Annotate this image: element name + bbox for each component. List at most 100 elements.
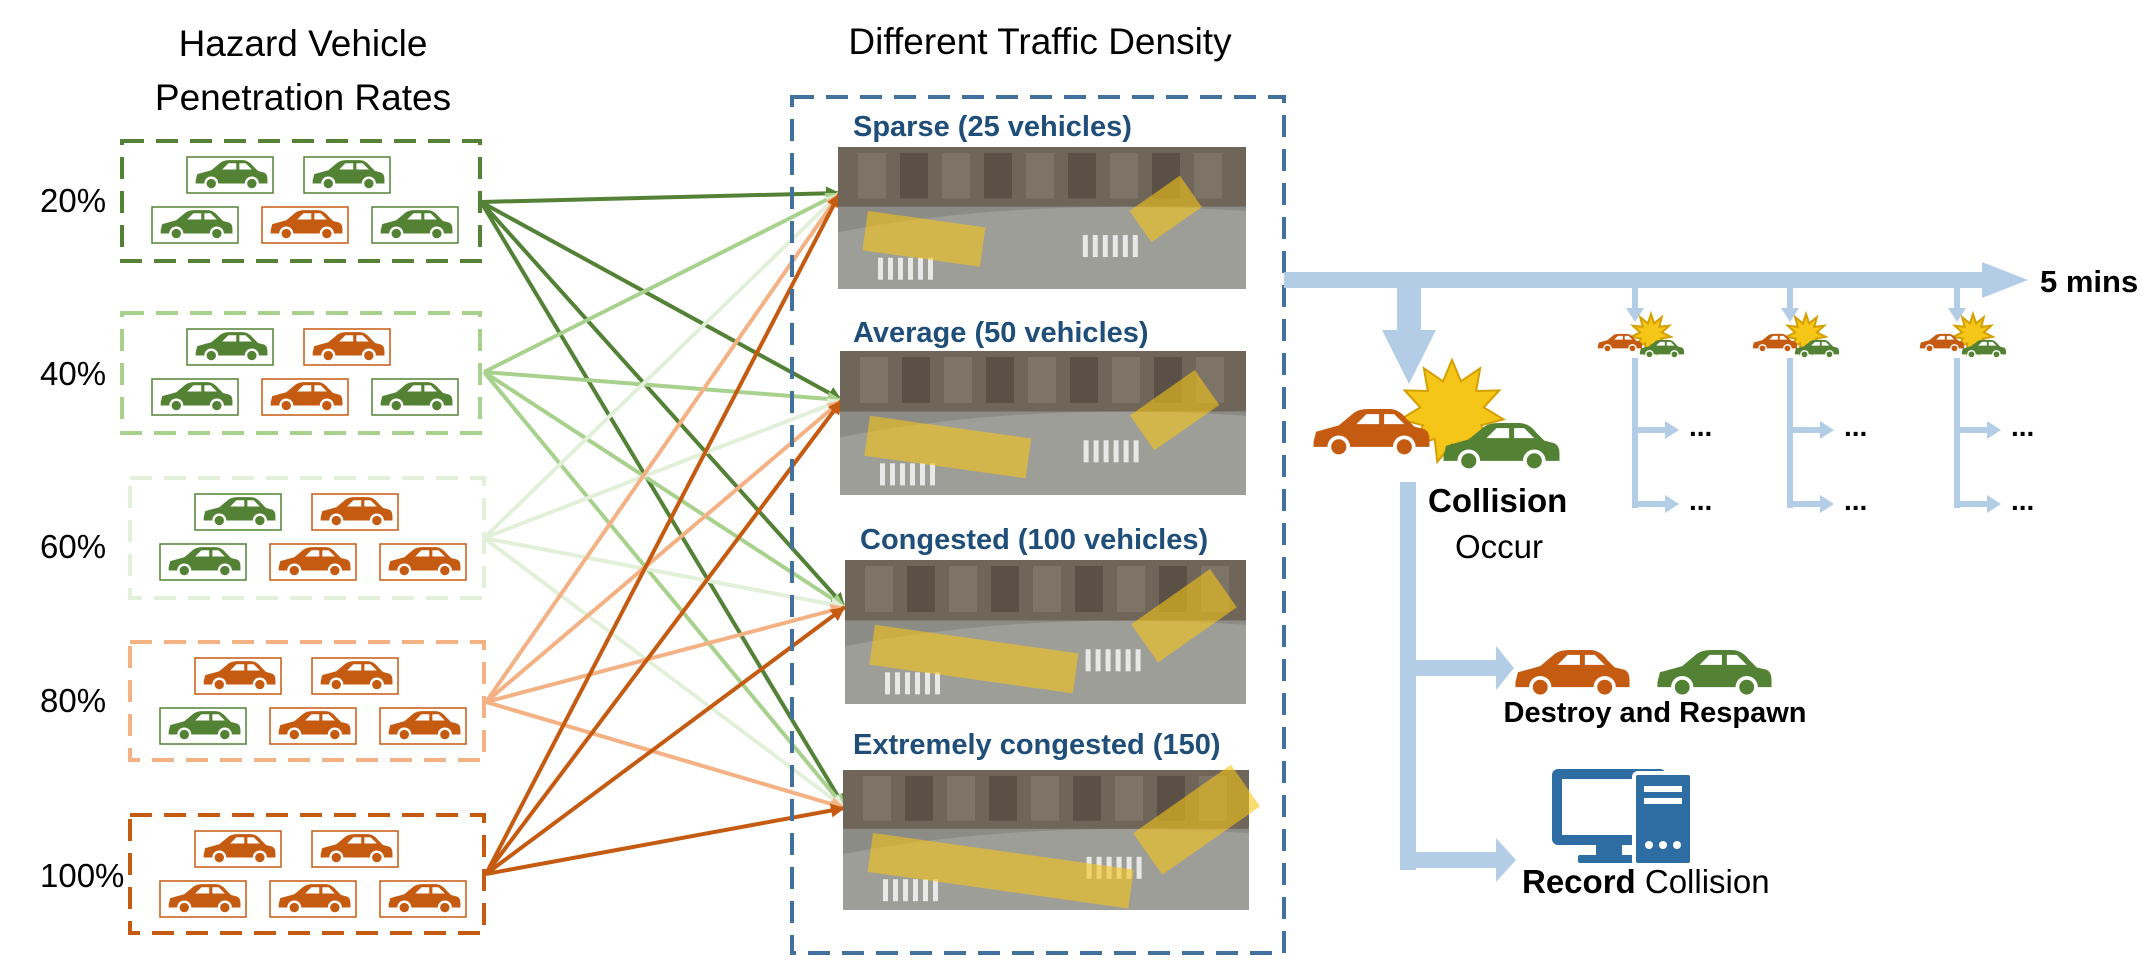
penetration-rate-groups: 20%40%60%80%100% [40,139,486,935]
car-frame [311,493,399,531]
ellipsis-text: ... [1689,411,1712,442]
destroy-respawn-label: Destroy and Respawn [1504,697,1807,729]
density-panel-1: Sparse (25 vehicles) [838,111,1246,289]
connection-line [484,192,842,875]
green-car-icon [1443,423,1560,473]
connection-arrowhead [827,193,840,209]
time-step-branch-3: ...... [1919,288,2034,516]
timeline-arrowhead [1982,262,2028,298]
connection-line [483,370,843,402]
step-sub-arrow [1787,427,1821,433]
middle-title: Different Traffic Density [848,21,1232,62]
traffic-scene-image [845,560,1246,704]
connection-line [483,191,841,374]
rate-label: 40% [40,355,106,392]
car-frame [159,543,247,581]
car-icon [203,497,276,528]
car-icon [320,661,393,692]
time-step-branches: .................. [1597,288,2034,516]
connection-line [484,398,844,704]
respawn-orange-car-icon [1515,649,1630,699]
step-arrow-shaft [1954,288,1960,310]
branch-record-shaft [1400,852,1500,868]
connection-line [479,200,847,810]
mini-orange-car-icon [1919,333,1965,353]
highlight-region [862,210,986,267]
car-frame [186,156,274,194]
car-icon [168,884,241,915]
connection-arrowhead [829,607,845,621]
step-sub-arrowhead [1820,421,1834,439]
mini-green-car-icon [1961,339,2007,359]
mini-green-car-icon [1794,339,1840,359]
connection-line [484,191,842,704]
step-arrow-shaft [1787,288,1793,310]
car-frame [269,543,357,581]
step-sub-arrow [1954,501,1988,507]
step-sub-arrow [1632,427,1666,433]
car-frame [269,880,357,918]
car-icon [160,382,233,413]
step-sub-arrowhead [1820,495,1834,513]
car-frame [311,830,399,868]
connection-line [482,370,847,810]
car-icon [312,332,385,363]
rate-label: 60% [40,528,106,565]
car-frame [194,657,282,695]
occur-label: Occur [1455,528,1543,565]
highlight-region [867,833,1134,909]
rate-dashed-box [128,813,486,935]
traffic-scene-image [840,351,1246,495]
rate-label: 100% [40,857,124,894]
highlight-region [1129,175,1202,243]
density-label: Average (50 vehicles) [853,317,1149,349]
connection-line [484,605,847,876]
step-sub-arrowhead [1665,421,1679,439]
record-collision-label: Record Collision [1522,863,1770,900]
ellipsis-text: ... [2011,411,2034,442]
car-icon [388,547,461,578]
highlight-region [869,624,1079,694]
time-step-branch-2: ...... [1752,288,1867,516]
connection-line [484,398,844,876]
density-dashed-box [790,95,1286,955]
car-icon [168,547,241,578]
car-frame [261,206,349,244]
highlight-region [1131,569,1237,663]
record-bold: Record [1522,863,1636,900]
connection-arrowhead [829,803,845,818]
car-frame [379,707,467,745]
collision-arrow-head [1382,330,1436,384]
left-title-line1: Hazard Vehicle [179,23,428,64]
right-flow: 5 mins Collision Occur Destroy and Respa… [1284,262,2138,900]
step-arrow-head [1948,308,1966,322]
car-frame [194,493,282,531]
step-sub-arrow [1954,427,1988,433]
density-label: Extremely congested (150) [853,729,1220,761]
rate-dashed-box [120,311,482,435]
car-frame [151,378,239,416]
connection-line [482,191,842,540]
car-frame [371,378,459,416]
car-icon [388,884,461,915]
highlight-region [1133,764,1261,875]
ellipsis-text: ... [1844,411,1867,442]
branch-record-head [1496,838,1516,882]
car-frame [379,543,467,581]
car-frame [194,830,282,868]
step-sub-arrow [1787,501,1821,507]
step-arrow-head [1626,308,1644,322]
density-label: Sparse (25 vehicles) [853,111,1132,143]
car-frame [303,156,391,194]
connection-arrowhead [827,400,842,416]
car-frame [269,707,357,745]
connection-lines [479,186,847,876]
respawn-cars [1515,649,1772,699]
computer-icon [1552,769,1694,867]
rate-group-2: 40% [40,311,482,435]
car-icon [160,210,233,241]
car-icon [278,884,351,915]
rate-label: 20% [40,182,106,219]
connection-line [485,605,846,704]
timeline-bar [1284,272,1984,288]
